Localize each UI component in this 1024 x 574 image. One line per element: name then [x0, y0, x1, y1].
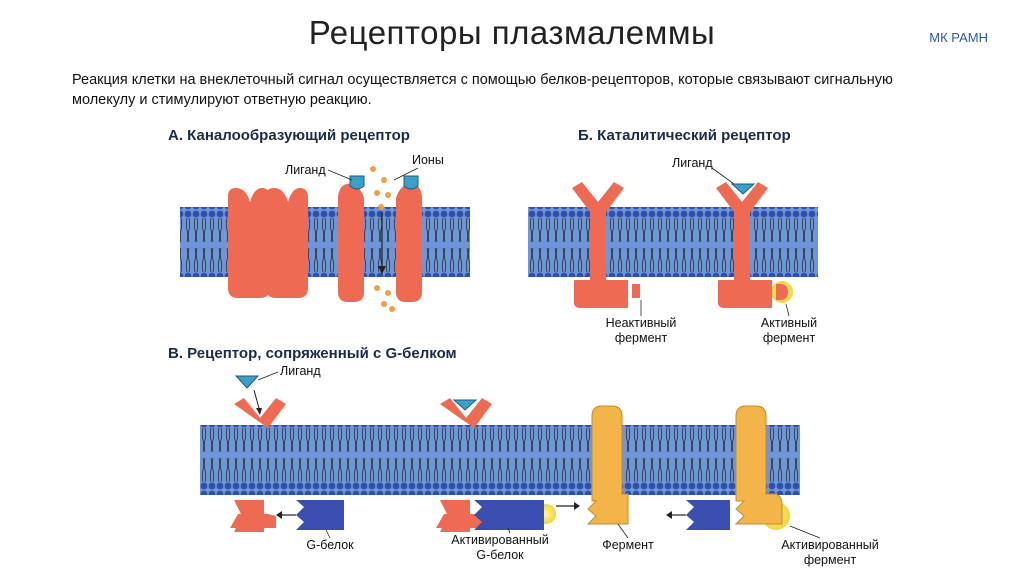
- membrane-b: [528, 207, 818, 277]
- panel-b-title: Б. Каталитический рецептор: [578, 127, 791, 144]
- panel-c-enzyme-label: Фермент: [602, 538, 654, 552]
- panel-b-ligand-label: Лиганд: [672, 156, 713, 170]
- closed-channel: [228, 188, 308, 298]
- panel-c-ligand-label: Лиганд: [280, 364, 321, 378]
- panel-c-activated-g-label-line1: Активированный: [451, 533, 548, 547]
- panel-b-inactive-label-line1: Неактивный: [606, 316, 677, 330]
- panel-c-activated-enzyme-label-line1: Активированный: [781, 538, 878, 552]
- g-protein-inactive: [296, 500, 344, 530]
- g-protein-active: [474, 500, 544, 530]
- panel-c-activated-g-label-line2: G-белок: [476, 548, 524, 562]
- panel-a-ions-label: Ионы: [412, 153, 444, 167]
- panel-c-gprotein-label: G-белок: [306, 538, 354, 552]
- panel-c-activated-enzyme-label-line2: фермент: [804, 553, 857, 567]
- panel-b-active-label-line1: Активный: [761, 316, 817, 330]
- panel-c-title: В. Рецептор, сопряженный с G-белком: [168, 345, 457, 362]
- g-protein-arrow: [276, 511, 296, 519]
- g-protein-return-arrow: [666, 511, 686, 519]
- ligand-a-right: [404, 176, 418, 189]
- enzyme-inactive: [588, 406, 628, 524]
- membrane-c: [200, 425, 800, 495]
- g-protein-returning: [686, 500, 730, 530]
- panel-a-title: А. Каналообразующий рецептор: [168, 127, 410, 144]
- membrane-a: [180, 207, 470, 277]
- panel-b-active-label-line2: фермент: [763, 331, 816, 345]
- panel-b-inactive-label-line2: фермент: [615, 331, 668, 345]
- ligand-c-free: [236, 376, 258, 388]
- panel-a-ligand-label: Лиганд: [285, 163, 326, 177]
- ligand-a-left: [350, 176, 364, 189]
- g-protein-to-enzyme-arrow: [556, 502, 580, 510]
